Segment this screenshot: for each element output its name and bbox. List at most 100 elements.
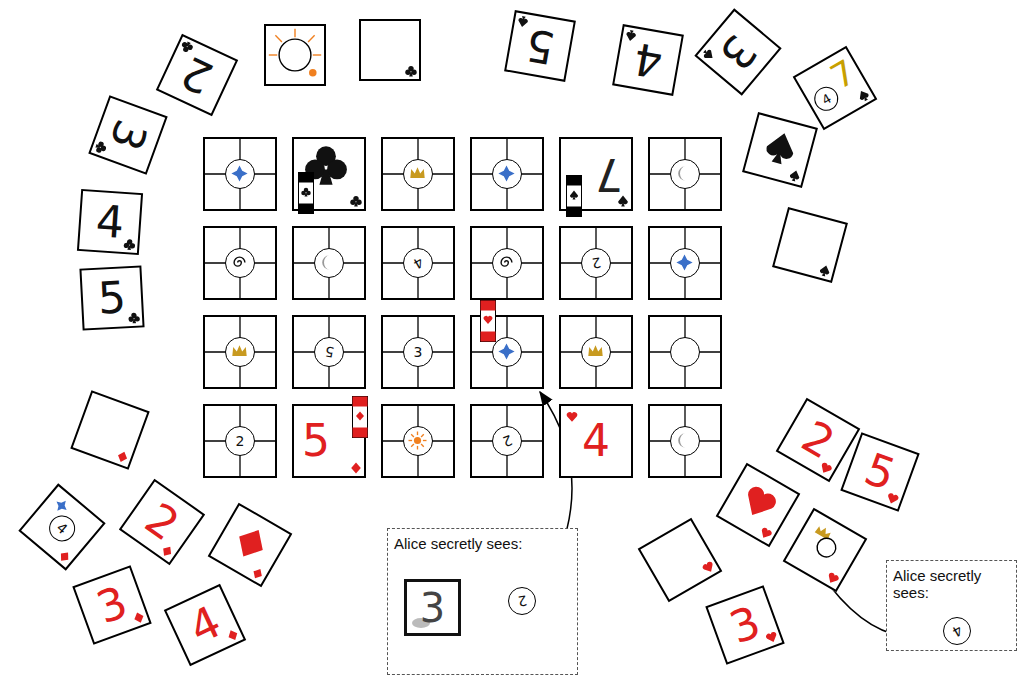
blank-card (638, 518, 723, 603)
playing-card: 4 (612, 24, 684, 96)
spade-symbol (624, 29, 638, 43)
suit-card (742, 112, 818, 188)
card-number: 5 (522, 22, 557, 70)
spade-symbol (855, 87, 871, 103)
token-circle (492, 248, 522, 278)
token-circle: 4 (403, 248, 433, 278)
card-number: 2 (138, 496, 186, 548)
spade-symbol (788, 168, 803, 183)
board-tile: 4 (381, 226, 455, 300)
playing-card: 4 (164, 584, 246, 666)
board-tile (648, 315, 722, 389)
card-number: 2 (516, 593, 527, 608)
board-tile: 5 (292, 315, 366, 389)
token-circle (403, 426, 433, 456)
card-number: 3 (712, 27, 764, 77)
fleur-icon (671, 249, 698, 276)
fleur-icon (493, 338, 520, 365)
playing-card: 4 (18, 483, 105, 570)
big-suit (228, 520, 274, 566)
token-circle: 4 (44, 510, 81, 547)
card-number: 5 (302, 419, 330, 463)
sun-icon (404, 427, 431, 454)
card-number: 3 (91, 580, 132, 631)
card-number: 2 (236, 434, 245, 448)
diamond-symbol (131, 610, 146, 625)
token-circle (670, 337, 700, 367)
board-card: 4 (559, 404, 633, 478)
diamond-symbol (56, 548, 73, 565)
heart-symbol (483, 315, 493, 325)
spiral-icon (226, 249, 253, 276)
card-number: 3 (414, 345, 423, 359)
token-circle: 5 (314, 337, 344, 367)
token-circle (492, 337, 522, 367)
playing-card: 74 (793, 46, 878, 131)
heart-symbol (764, 630, 779, 645)
card-number: 5 (323, 344, 334, 359)
card-number: 5 (859, 447, 900, 498)
big-suit (736, 480, 782, 526)
card-art (785, 510, 864, 589)
diamond-symbol (355, 411, 365, 421)
board-tile: 2 (470, 404, 544, 478)
card-number: 4 (630, 36, 665, 84)
crown-icon (226, 338, 253, 365)
diamond-symbol (350, 462, 362, 474)
playing-card: 3 (694, 8, 781, 95)
card-number: 3 (724, 600, 765, 651)
board-tile (381, 404, 455, 478)
token-circle (225, 248, 255, 278)
spiral-icon (493, 249, 520, 276)
board-tile (470, 137, 544, 211)
big-suit (760, 127, 802, 169)
heart-symbol (824, 570, 840, 586)
moon-icon (315, 249, 342, 276)
token-circle (403, 159, 433, 189)
suit-token (480, 300, 496, 342)
fleur-icon (493, 160, 520, 187)
board-tile (381, 137, 455, 211)
board-tile (559, 315, 633, 389)
club-symbol (350, 195, 362, 207)
playing-card: 3 (72, 565, 151, 644)
clue-card (783, 508, 868, 593)
card-number: 4 (183, 599, 227, 651)
token-circle (581, 337, 611, 367)
card-number: 4 (950, 623, 965, 640)
token-circle: 2 (492, 426, 522, 456)
token-circle (670, 159, 700, 189)
playing-card: 2 (119, 479, 205, 565)
playing-card: 3 (88, 95, 167, 174)
club-symbol (301, 187, 311, 197)
heart-symbol (885, 491, 900, 506)
spade-symbol (516, 15, 530, 29)
card-number: 4 (582, 419, 610, 463)
blank-card (359, 19, 421, 81)
card-number: 2 (795, 414, 841, 466)
token-circle (492, 159, 522, 189)
club-symbol (405, 65, 417, 77)
board-tile (648, 226, 722, 300)
board-tile: 2 (559, 226, 633, 300)
crown-icon (404, 160, 431, 187)
suit-token (298, 172, 314, 214)
token-circle (670, 426, 700, 456)
heart-symbol (757, 525, 773, 541)
board-tile (203, 315, 277, 389)
spade-symbol (617, 195, 629, 207)
token-circle: 2 (225, 426, 255, 456)
moon-icon (671, 160, 698, 187)
card-number: 2 (590, 255, 601, 270)
crown-icon (582, 338, 609, 365)
card-number: 4 (411, 255, 426, 272)
board-tile (203, 226, 277, 300)
card-number: 7 (595, 152, 623, 196)
card-number: 4 (54, 520, 70, 536)
playing-card: 5 (79, 265, 144, 330)
card-number: 4 (94, 199, 125, 245)
card-art (266, 26, 324, 84)
callout-box: Alice secretly sees:32 (387, 528, 578, 675)
card-number: 2 (500, 433, 513, 449)
